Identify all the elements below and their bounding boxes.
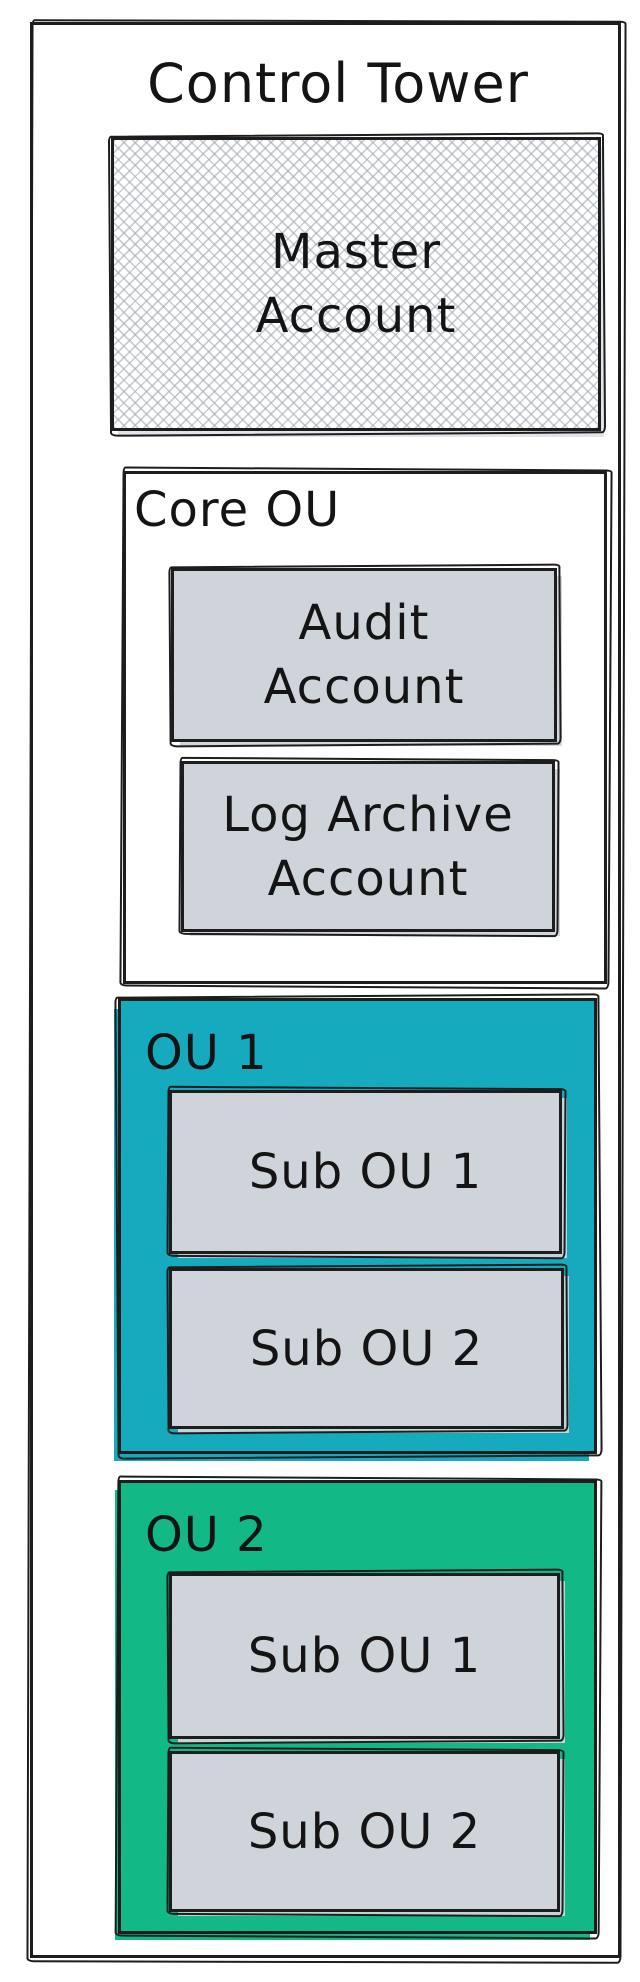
- ou2-sub-ou-1-box: Sub OU 1: [169, 1573, 560, 1739]
- core-ou-box: Core OU Audit Account Log Archive Accoun…: [123, 471, 607, 984]
- log-archive-account-box: Log Archive Account: [181, 761, 555, 932]
- ou2-label: OU 2: [145, 1507, 268, 1563]
- sub-ou-label: Sub OU 2: [247, 1803, 482, 1860]
- ou1-label: OU 1: [145, 1025, 268, 1081]
- control-tower-title: Control Tower: [147, 52, 529, 115]
- ou1-box: OU 1 Sub OU 1 Sub OU 2: [118, 998, 597, 1454]
- core-ou-label: Core OU: [134, 482, 341, 538]
- audit-account-box: Audit Account: [171, 568, 557, 742]
- log-archive-account-label: Log Archive Account: [222, 786, 514, 907]
- ou2-box: OU 2 Sub OU 1 Sub OU 2: [118, 1480, 597, 1934]
- ou1-sub-ou-1-box: Sub OU 1: [169, 1090, 562, 1254]
- master-account-box: Master Account: [111, 137, 601, 431]
- audit-account-label: Audit Account: [263, 595, 465, 715]
- control-tower-frame: Control Tower Master Account Core OU Aud…: [30, 22, 621, 1958]
- master-account-label: Master Account: [255, 224, 457, 344]
- ou1-sub-ou-2-box: Sub OU 2: [169, 1268, 564, 1429]
- sub-ou-label: Sub OU 1: [248, 1144, 483, 1200]
- sub-ou-label: Sub OU 2: [249, 1320, 484, 1377]
- ou2-sub-ou-2-box: Sub OU 2: [169, 1751, 560, 1912]
- sub-ou-label: Sub OU 1: [247, 1628, 482, 1684]
